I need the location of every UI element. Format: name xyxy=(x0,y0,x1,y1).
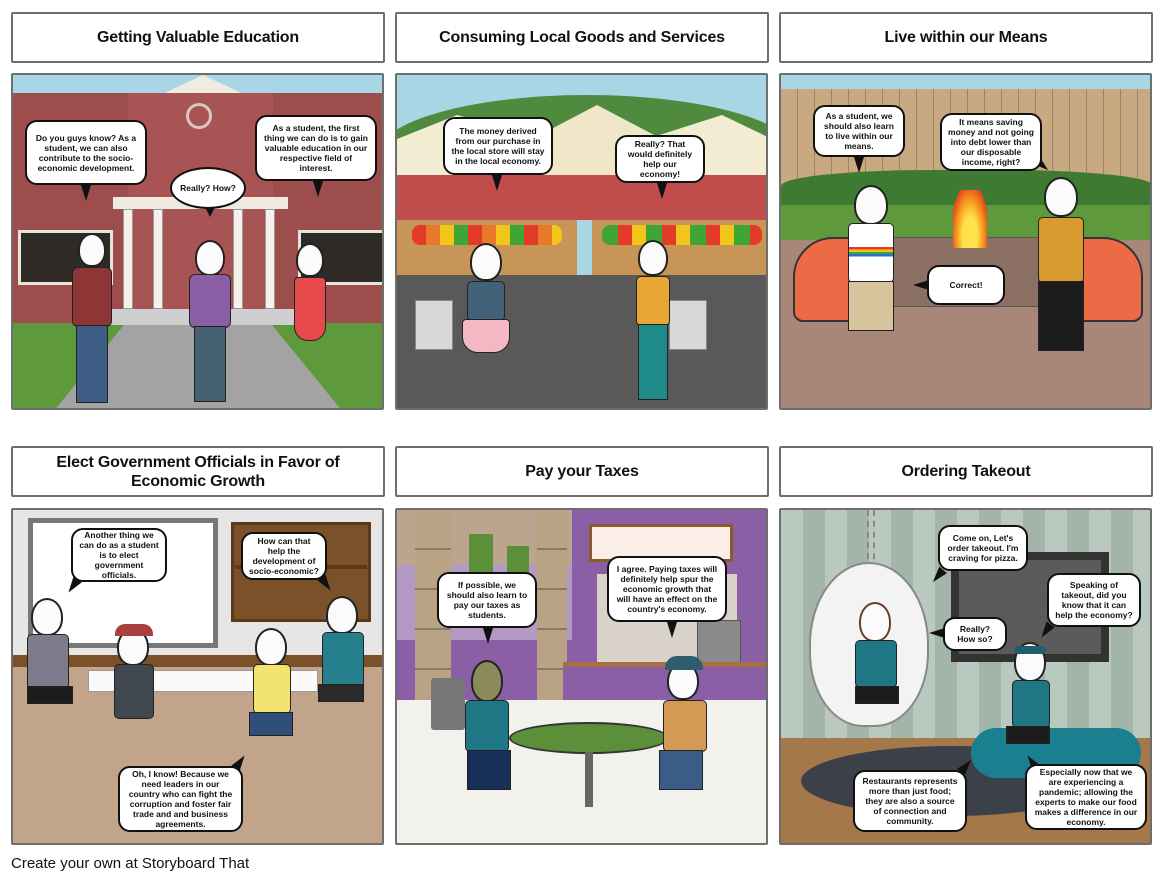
panel-5-scene-food-court: If possible, we should also learn to pay… xyxy=(395,508,768,845)
character-girl-yellow-top xyxy=(632,240,674,408)
character-girl-red-dress xyxy=(288,243,333,408)
panel-2-title: Consuming Local Goods and Services xyxy=(395,12,769,63)
green-banner xyxy=(469,534,493,574)
speech-bubble: Speaking of takeout, did you know that i… xyxy=(1047,573,1141,627)
column xyxy=(153,209,163,309)
panel-3-title: Live within our Means xyxy=(779,12,1153,63)
speech-bubble: As a student, we should also learn to li… xyxy=(813,105,905,157)
speech-bubble: How can that help the development of soc… xyxy=(241,532,327,580)
character-girl-headband xyxy=(1006,642,1061,792)
round-table xyxy=(509,722,669,754)
table-leg xyxy=(585,752,593,807)
speech-bubble-tail xyxy=(81,185,91,201)
panel-4-scene-classroom: Another thing we can do as a student is … xyxy=(11,508,384,845)
speech-bubble: Correct! xyxy=(927,265,1005,305)
column xyxy=(233,209,243,309)
produce-veg xyxy=(602,225,762,245)
panel-2-scene-market: The money derived from our purchase in t… xyxy=(395,73,768,410)
character-girl-hijab xyxy=(465,660,525,815)
character-boy-red-cap xyxy=(111,624,161,768)
fire-flames xyxy=(953,190,987,248)
character-boy-argyle-vest xyxy=(1026,177,1096,367)
character-boy-orange-hoodie xyxy=(653,656,713,815)
speech-bubble-tail xyxy=(913,280,929,290)
panel-1-title: Getting Valuable Education xyxy=(11,12,385,63)
speech-bubble-tail xyxy=(929,628,945,638)
panel-4-title: Elect Government Officials in Favor of E… xyxy=(11,446,385,497)
speech-bubble-tail xyxy=(667,622,677,638)
speech-bubble: Restaurants represents more than just fo… xyxy=(853,770,967,832)
speech-bubble: Do you guys know? As a student, we can a… xyxy=(25,120,147,185)
speech-bubble-tail xyxy=(205,207,215,217)
speech-bubble-tail xyxy=(657,183,667,199)
baseboard xyxy=(13,655,382,667)
speech-bubble: Really? How? xyxy=(170,167,246,209)
flower-pot-right xyxy=(669,300,707,350)
panel-5-title: Pay your Taxes xyxy=(395,446,769,497)
speech-bubble-tail xyxy=(854,157,864,173)
speech-bubble-tail xyxy=(483,628,493,644)
round-window xyxy=(186,103,212,129)
green-banner xyxy=(507,546,529,574)
flower-pot-left xyxy=(415,300,453,350)
speech-bubble: It means saving money and not going into… xyxy=(940,113,1042,171)
produce-fruits xyxy=(412,225,562,245)
panel-1-scene-school: Do you guys know? As a student, we can a… xyxy=(11,73,384,410)
character-girl-yellow-shirt xyxy=(249,628,299,768)
trash-can xyxy=(431,678,465,730)
chain xyxy=(867,510,875,570)
speech-bubble: If possible, we should also learn to pay… xyxy=(437,572,537,628)
column xyxy=(265,209,275,309)
speech-bubble: Really? That would definitely help our e… xyxy=(615,135,705,183)
speech-bubble: As a student, the first thing we can do … xyxy=(255,115,377,181)
speech-bubble-tail xyxy=(313,181,323,197)
column xyxy=(123,209,133,309)
pillar xyxy=(537,510,567,710)
speech-bubble: Especially now that we are experiencing … xyxy=(1025,764,1147,830)
speech-bubble: I agree. Paying taxes will definitely he… xyxy=(607,556,727,622)
panel-6-scene-living-room: Come on, Let's order takeout. I'm cravin… xyxy=(779,508,1152,845)
character-girl-pink-skirt xyxy=(462,243,512,408)
character-girl-grey-hoodie xyxy=(23,598,83,748)
character-boy-red-sweater xyxy=(68,233,118,408)
speech-bubble: Come on, Let's order takeout. I'm cravin… xyxy=(938,525,1028,571)
panel-6-title: Ordering Takeout xyxy=(779,446,1153,497)
character-girl-purple-cardigan xyxy=(185,240,235,408)
speech-bubble: Another thing we can do as a student is … xyxy=(71,528,167,582)
storyboard-that-credit-link[interactable]: Create your own at Storyboard That xyxy=(11,855,250,872)
speech-bubble: Oh, I know! Because we need leaders in o… xyxy=(118,766,243,832)
character-girl-brown-hair xyxy=(851,602,906,752)
character-boy-teal-vest xyxy=(318,596,368,746)
speech-bubble-tail xyxy=(492,175,502,191)
panel-3-scene-backyard: As a student, we should also learn to li… xyxy=(779,73,1152,410)
character-boy-rainbow-shirt xyxy=(836,185,906,370)
speech-bubble: The money derived from our purchase in t… xyxy=(443,117,553,175)
speech-bubble: Really? How so? xyxy=(943,617,1007,651)
counter xyxy=(563,662,766,702)
brick-wall xyxy=(397,175,766,220)
